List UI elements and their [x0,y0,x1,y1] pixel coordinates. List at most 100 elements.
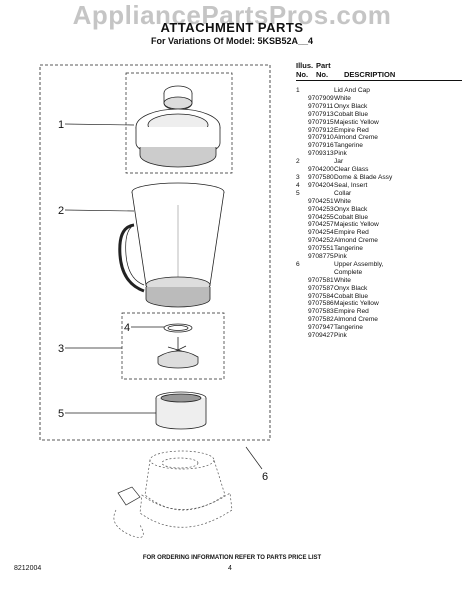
part-description: Empire Red [334,308,369,316]
illus-number [296,198,308,206]
part-number: 9707584 [308,292,334,300]
illus-number [296,206,308,214]
part-description: White [334,94,351,102]
part-number: 9707915 [308,118,334,126]
part-description: Majestic Yellow [334,118,379,126]
part-description: Pink [334,253,347,261]
table-row: 6 Upper Assembly, [296,261,462,269]
part-description: Complete [334,268,363,276]
illus-number [296,214,308,222]
illus-number [296,150,308,158]
part-number [308,269,334,277]
svg-text:3: 3 [58,343,64,355]
illus-number [296,308,308,316]
header-illus: Illus. [296,61,314,70]
illus-number [296,229,308,237]
page-subtitle: For Variations Of Model: 5KSB52A__4 [150,36,314,46]
document-number: 8212004 [14,565,42,572]
part-description: White [334,276,351,284]
part-description: Seal, Insert [334,181,368,189]
illus-number: 3 [296,173,300,181]
svg-text:2: 2 [58,205,64,217]
part-number [308,158,334,166]
header-rule [296,80,462,81]
part-number: 9707580 [308,173,334,181]
part-number: 9704255 [308,213,334,221]
illus-number: 2 [296,158,300,166]
illus-number [296,285,308,293]
illus-number [296,134,308,142]
illus-number [296,95,308,103]
svg-text:1: 1 [58,119,64,131]
ordering-note: FOR ORDERING INFORMATION REFER TO PARTS … [142,555,322,561]
illus-number [296,127,308,135]
illus-number [296,237,308,245]
collar-drawing [155,391,207,430]
illus-number [296,324,308,332]
illus-number [296,221,308,229]
callout-3: 3 [58,343,122,355]
illus-number: 4 [296,181,300,189]
part-description: Almond Creme [334,237,378,245]
illus-number: 1 [296,87,300,94]
part-description: Onyx Black [334,284,368,292]
part-number: 9704204 [308,181,334,189]
part-description: Cobalt Blue [334,110,369,118]
illus-number [296,277,308,285]
part-description: Onyx Black [334,205,368,213]
header-description: DESCRIPTION [344,69,396,79]
page-number: 4 [228,565,232,572]
part-number: 9707586 [308,300,334,308]
part-description: Dome & Blade Assy [334,173,393,181]
callout-2: 2 [58,205,135,217]
header-part: Part [316,61,331,70]
part-description: Cobalt Blue [334,213,369,221]
part-description: Pink [334,332,347,340]
callout-4: 4 [124,322,164,334]
part-description: Majestic Yellow [334,300,379,308]
part-number: 9707909 [308,94,334,102]
part-description: Collar [334,189,352,197]
part-number: 9707913 [308,110,334,118]
parts-list-header: Illus. No. Part No. DESCRIPTION [296,61,462,79]
part-number: 9704253 [308,205,334,213]
part-number: 9707910 [308,134,334,142]
part-description: Upper Assembly, [334,260,384,268]
callout-6: 6 [245,446,268,483]
header-illus-no: No. [296,69,309,79]
lid-and-cap-drawing [135,85,221,168]
lid-group-outline [125,72,233,174]
svg-text:5: 5 [58,408,64,420]
part-number: 9704257 [308,221,334,229]
blade-group-outline [121,312,225,380]
part-description: Majestic Yellow [334,221,379,229]
illus-number: 6 [296,260,300,268]
svg-text:6: 6 [262,471,268,483]
illus-number [296,103,308,111]
part-number: 9709313 [308,150,334,158]
illus-number [296,111,308,119]
illus-number: 5 [296,189,300,197]
illus-number [296,316,308,324]
illus-number [296,119,308,127]
part-number: 9704200 [308,166,334,174]
